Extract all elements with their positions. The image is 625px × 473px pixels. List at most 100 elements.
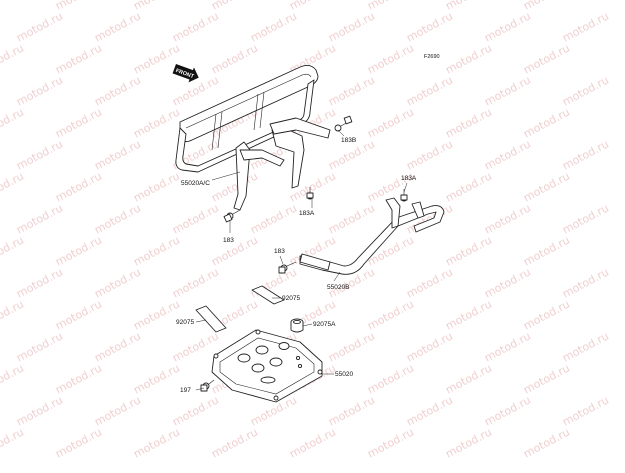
callout-183a-rear: 183A [401, 175, 417, 182]
callout-55020: 55020 [335, 371, 353, 378]
callout-92075a: 92075A [313, 321, 336, 328]
callout-183a-front: 183A [299, 210, 315, 217]
watermark-text: motod.ru [404, 265, 455, 300]
watermark-text: motod.ru [14, 9, 65, 44]
watermark-text: motod.ru [560, 201, 611, 236]
watermark-text: motod.ru [170, 265, 221, 300]
watermark-text: motod.ru [248, 201, 299, 236]
callout-55020b: 55020B [327, 284, 349, 291]
front-arrow-badge: FRONT [172, 64, 199, 83]
front-carrier-rack [175, 65, 353, 223]
watermark-text: motod.ru [131, 425, 182, 460]
watermark-text: motod.ru [404, 393, 455, 428]
watermark-text: motod.ru [53, 41, 104, 76]
watermark-text: motod.ru [53, 297, 104, 332]
callout-labels: 55020A/C 183B 183A 183A 183 183 55020B 9… [176, 137, 417, 394]
watermark-text: motod.ru [443, 41, 494, 76]
watermark-text: motod.ru [560, 265, 611, 300]
callout-92075-lower: 92075 [176, 319, 194, 326]
callout-183-rear: 183 [274, 248, 285, 255]
callout-92075-upper: 92075 [282, 295, 300, 302]
watermark-text: motod.ru [365, 425, 416, 460]
watermark-text: motod.ru [0, 0, 26, 13]
watermark-text: motod.ru [14, 393, 65, 428]
watermark-text: motod.ru [326, 9, 377, 44]
watermark-text: motod.ru [14, 73, 65, 108]
watermark-text: motod.ru [287, 0, 338, 13]
collar-92075a [290, 318, 304, 333]
watermark-text: motod.ru [92, 73, 143, 108]
watermark-text: motod.ru [209, 41, 260, 76]
pad-92075-upper [251, 285, 285, 305]
watermark-text: motod.ru [560, 329, 611, 364]
watermark-text: motod.ru [0, 425, 26, 460]
watermark-text: motod.ru [521, 297, 572, 332]
watermark-text: motod.ru [521, 0, 572, 13]
watermark-text: motod.ru [521, 361, 572, 396]
watermark-text: motod.ru [92, 201, 143, 236]
watermark-text: motod.ru [326, 393, 377, 428]
watermark-text: motod.ru [53, 425, 104, 460]
watermark-text: motod.ru [482, 329, 533, 364]
watermark-text: motod.ru [0, 233, 26, 268]
watermark-text: motod.ru [14, 201, 65, 236]
watermark-text: motod.ru [209, 0, 260, 13]
watermark-text: motod.ru [53, 105, 104, 140]
watermark-text: motod.ru [560, 9, 611, 44]
watermark-text: motod.ru [92, 9, 143, 44]
watermark-text: motod.ru [0, 105, 26, 140]
skid-plate-55020 [200, 329, 323, 403]
watermark-text: motod.ru [521, 105, 572, 140]
watermark-text: motod.ru [482, 265, 533, 300]
watermark-text: motod.ru [53, 0, 104, 13]
watermark-text: motod.ru [14, 137, 65, 172]
watermark-text: motod.ru [521, 41, 572, 76]
watermark-text: motod.ru [482, 73, 533, 108]
watermark-text: motod.ru [0, 361, 26, 396]
rear-carrier-rack [278, 189, 445, 275]
watermark-text: motod.ru [131, 361, 182, 396]
watermark-text: motod.ru [92, 393, 143, 428]
pad-92075-lower [195, 305, 227, 333]
watermark-text: motod.ru [14, 265, 65, 300]
watermark-text: motod.ru [560, 393, 611, 428]
watermark-text: motod.ru [443, 233, 494, 268]
watermark-text: motod.ru [53, 233, 104, 268]
watermark-text: motod.ru [131, 105, 182, 140]
watermark-text: motod.ru [326, 329, 377, 364]
watermark-text: motod.ru [482, 393, 533, 428]
watermark-text: motod.ru [326, 73, 377, 108]
watermark-text: motod.ru [170, 9, 221, 44]
watermark-text: motod.ru [92, 137, 143, 172]
watermark-text: motod.ru [443, 105, 494, 140]
callout-183-front: 183 [223, 237, 234, 244]
watermark-text: motod.ru [404, 137, 455, 172]
watermark-text: motod.ru [443, 361, 494, 396]
leader-lines [195, 129, 408, 391]
watermark-text: motod.ru [521, 425, 572, 460]
watermark-text: motod.ru [170, 201, 221, 236]
watermark-text: motod.ru [560, 73, 611, 108]
figure-code: F2690 [424, 54, 440, 60]
watermark-text: motod.ru [131, 0, 182, 13]
watermark-text: motod.ru [482, 9, 533, 44]
watermark-text: motod.ru [53, 361, 104, 396]
callout-183b: 183B [341, 137, 356, 144]
watermark-text: motod.ru [482, 137, 533, 172]
watermark-text: motod.ru [131, 233, 182, 268]
watermark-text: motod.ru [287, 425, 338, 460]
watermark-text: motod.ru [170, 393, 221, 428]
watermark-text: motod.ru [326, 201, 377, 236]
watermark-text: motod.ru [365, 297, 416, 332]
watermark-text: motod.ru [248, 9, 299, 44]
watermark-text: motod.ru [365, 0, 416, 13]
watermark-text: motod.ru [443, 297, 494, 332]
watermark-text: motod.ru [131, 169, 182, 204]
watermark-text: motod.ru [209, 169, 260, 204]
watermark-text: motod.ru [443, 169, 494, 204]
watermark-text: motod.ru [521, 233, 572, 268]
watermark-text: motod.ru [482, 201, 533, 236]
watermark-text: motod.ru [443, 425, 494, 460]
